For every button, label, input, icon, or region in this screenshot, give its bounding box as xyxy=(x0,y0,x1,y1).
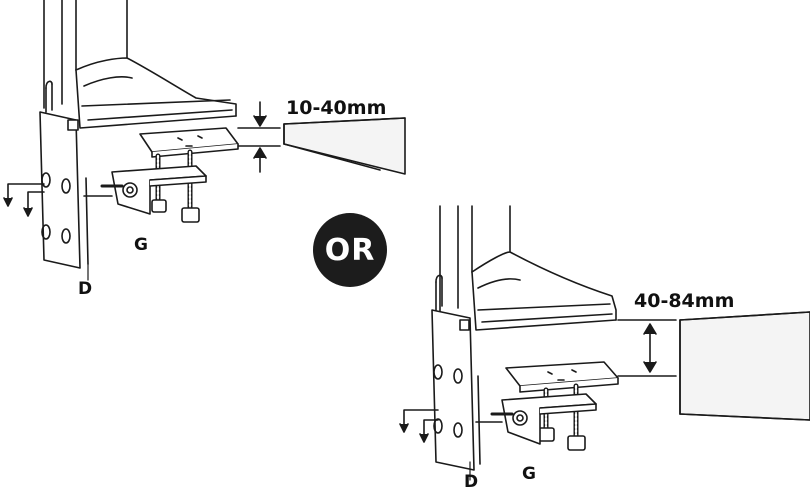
clamp-plate-left xyxy=(139,127,239,158)
dimension-left xyxy=(237,101,281,173)
thick-desk-assembly xyxy=(399,205,810,481)
clamp-bracket-left xyxy=(100,165,207,215)
clamp-label-right: G xyxy=(522,464,536,484)
post-label-left: D xyxy=(78,279,93,299)
screws-left xyxy=(151,149,200,223)
post-label-right: D xyxy=(464,472,479,492)
desk-right xyxy=(679,311,810,421)
thick-desk-range-label: 40-84mm xyxy=(634,290,735,312)
arm-base-right xyxy=(471,251,617,331)
or-separator-badge: OR xyxy=(313,213,387,287)
pole-right xyxy=(439,205,511,313)
mount-plate-right xyxy=(431,274,481,481)
clamp-bracket-right xyxy=(490,393,597,445)
slide-arrows-left xyxy=(3,183,113,217)
thin-desk-range-label: 10-40mm xyxy=(286,97,387,119)
dimension-right xyxy=(617,319,677,377)
thin-desk-assembly xyxy=(3,0,406,281)
mount-plate-left xyxy=(39,80,89,281)
desk-left xyxy=(283,117,406,175)
clamp-label-left: G xyxy=(134,235,148,255)
clamp-plate-right xyxy=(505,361,619,393)
arm-base-left xyxy=(75,57,237,129)
pole-left xyxy=(43,0,128,109)
slide-arrows-right xyxy=(399,409,503,443)
